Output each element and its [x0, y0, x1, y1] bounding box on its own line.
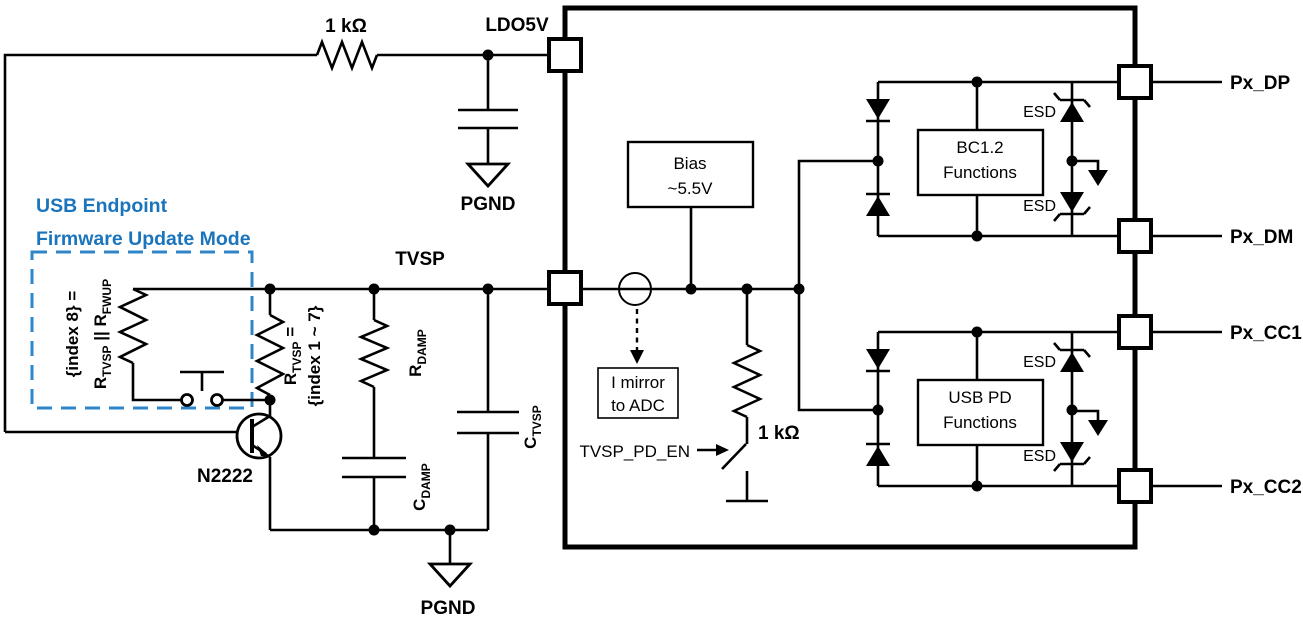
pgnd-bottom-label: PGND	[421, 598, 476, 619]
bc12-line2: Functions	[943, 163, 1017, 182]
tvsp-pd-switch-blade	[721, 443, 747, 470]
bias-line2: ~5.5V	[668, 179, 714, 198]
esd-zener-tri-3	[1060, 352, 1084, 372]
esd-label-1: ESD	[1023, 104, 1056, 121]
pin-tvsp	[547, 270, 583, 306]
pushbutton-contact-left	[180, 393, 194, 407]
imirror-box	[597, 367, 679, 419]
pin-px-cc1	[1117, 314, 1153, 350]
diode-cc1-down	[866, 349, 890, 369]
pullup-label: 1 kΩ	[325, 16, 367, 37]
px-dp-label: Px_DP	[1230, 73, 1291, 94]
pulldown-label: 1 kΩ	[758, 423, 800, 444]
internal-gnd-path-2	[1072, 409, 1100, 420]
diode-dm-up	[866, 196, 890, 216]
mode-title-line2: Firmware Update Mode	[36, 228, 251, 250]
n2222-label: N2222	[197, 466, 253, 487]
rdamp-label: RDAMP	[406, 329, 429, 377]
imirror-line2: to ADC	[611, 396, 665, 415]
bias-line1: Bias	[673, 154, 706, 173]
usbpd-block: USB PD Functions ESD ESD	[866, 330, 1119, 488]
esd-label-3: ESD	[1023, 354, 1056, 371]
esd-zener-tri-2	[1060, 192, 1084, 212]
px-cc2-label: Px_CC2	[1230, 477, 1302, 498]
imirror-line1: I mirror	[611, 373, 665, 392]
esd-label-4: ESD	[1023, 448, 1056, 465]
block-feed-rail	[797, 159, 878, 412]
chip-pins	[547, 37, 1153, 504]
rfwup-lead	[131, 363, 181, 402]
emitter-arrow	[257, 445, 271, 457]
pgnd-top-label: PGND	[461, 194, 516, 215]
diode-dp-down	[866, 99, 890, 119]
ldo5v-label: LDO5V	[485, 15, 549, 36]
transistor-circle	[235, 412, 283, 460]
pin-px-dp	[1117, 64, 1153, 100]
tvsp-label: TVSP	[395, 249, 445, 270]
internal-gnd-arrow-2	[1088, 420, 1108, 436]
usbpd-line2: Functions	[943, 413, 1017, 432]
current-sense-circle	[618, 272, 652, 306]
pin-ldo5v	[547, 37, 583, 73]
esd-zener-bar-1	[1053, 92, 1091, 108]
esd-zener-bar-2	[1053, 206, 1091, 222]
index8-label-line1: {index 8} =	[63, 291, 82, 378]
rtvsp-label-line2: {index 1 ~ 7}	[305, 305, 324, 406]
rotated-labels: {index 8} = RTVSP || RFWUP RTVSP = {inde…	[63, 279, 544, 511]
bc12-line1: BC1.2	[956, 138, 1003, 157]
pin-px-cc2	[1117, 468, 1153, 504]
bc12-block: BC1.2 Functions ESD ESD	[866, 80, 1119, 238]
collector-diag	[251, 414, 271, 429]
rdamp-resistor	[357, 318, 391, 389]
pin-px-dm	[1117, 218, 1153, 254]
esd-zener-tri-4	[1060, 442, 1084, 462]
bias-box	[626, 140, 755, 209]
px-cc1-label: Px_CC1	[1230, 323, 1302, 344]
pullup-resistor	[315, 38, 379, 72]
usbpd-box	[916, 378, 1045, 447]
junction-dots	[264, 49, 1078, 536]
imirror-arrowhead	[630, 350, 644, 364]
rtvsp-resistor	[254, 313, 286, 397]
diode-cc2-up	[866, 446, 890, 466]
esd-zener-bar-3	[1053, 342, 1091, 358]
mode-title-line1: USB Endpoint	[36, 195, 168, 217]
esd-zener-bar-4	[1053, 456, 1091, 472]
internal-gnd-arrow-1	[1088, 170, 1108, 186]
cdamp-label: CDAMP	[410, 463, 433, 511]
n2222-transistor	[235, 400, 283, 530]
tvsp-pd-en-arrowhead	[716, 444, 729, 456]
mode-dashed-box	[30, 250, 254, 410]
firmware-update-mode-group: USB Endpoint Firmware Update Mode	[30, 195, 254, 410]
ctvsp-label: CTVSP	[521, 405, 544, 449]
tvsp-pd-en-label: TVSP_PD_EN	[579, 442, 690, 461]
internal-gnd-path-1	[1072, 159, 1100, 170]
pulldown-resistor	[730, 343, 764, 419]
feedback-wire	[3, 53, 317, 432]
bc12-box	[916, 128, 1045, 197]
text-labels: 1 kΩ LDO5V PGND TVSP N2222 PGND 1 kΩ TVS…	[197, 15, 1302, 619]
pgnd-bottom-symbol	[426, 562, 474, 589]
external-wiring	[3, 38, 549, 589]
chip-outline	[562, 5, 1138, 550]
pushbutton-contact-right	[210, 393, 224, 407]
pgnd-top-symbol	[464, 162, 512, 189]
esd-zener-tri-1	[1060, 102, 1084, 122]
usbpd-line1: USB PD	[948, 388, 1011, 407]
esd-label-2: ESD	[1023, 198, 1056, 215]
rfwup-resistor	[116, 287, 150, 365]
index8-label-line2: RTVSP || RFWUP	[91, 279, 114, 389]
px-dm-label: Px_DM	[1230, 227, 1293, 248]
rtvsp-label-line1: RTVSP =	[281, 327, 304, 385]
